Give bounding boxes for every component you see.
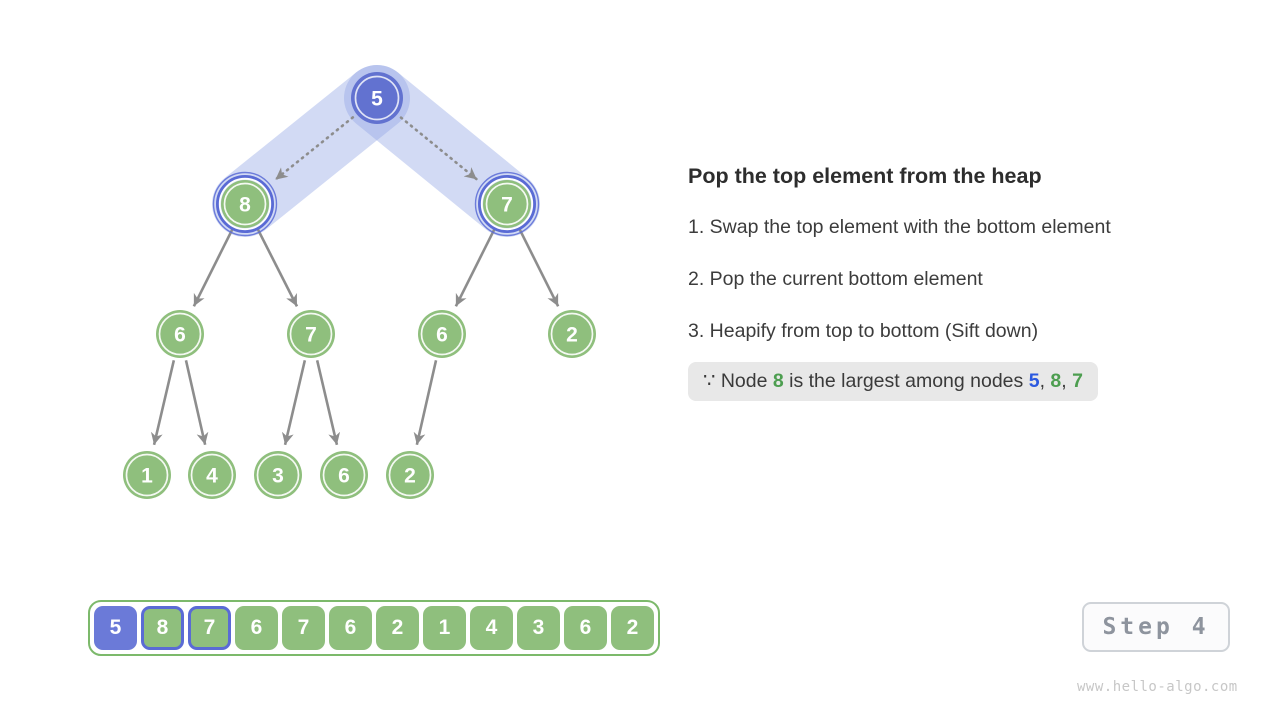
tree-node-6: 6 (156, 310, 204, 358)
tree-edge (256, 227, 299, 307)
note-segment: 8 (1050, 370, 1062, 392)
tree-node-5: 5 (351, 72, 403, 124)
array-cell: 2 (376, 606, 419, 650)
array-cell: 6 (329, 606, 372, 650)
tree-node-value: 7 (305, 324, 317, 347)
explanation-panel: Pop the top element from the heap 1. Swa… (688, 164, 1248, 401)
instruction-step-1: 1. Swap the top element with the bottom … (688, 216, 1111, 238)
note-segment: 7 (1072, 370, 1083, 392)
note-segment: , (1039, 370, 1051, 392)
tree-node-1: 1 (123, 451, 171, 499)
array-cell: 2 (611, 606, 654, 650)
tree-node-7: 7 (287, 310, 335, 358)
swap-arrow (274, 116, 355, 181)
tree-edge (454, 227, 497, 307)
tree-edge (517, 227, 560, 307)
tree-edge (281, 359, 307, 446)
tree-edge (315, 359, 341, 446)
tree-edge (150, 359, 176, 446)
tree-edge (413, 360, 438, 446)
array-cell: 6 (564, 606, 607, 650)
tree-node-6: 6 (418, 310, 466, 358)
panel-title: Pop the top element from the heap (688, 164, 1042, 188)
tree-node-2: 2 (548, 310, 596, 358)
tree-edge (192, 227, 235, 307)
tree-node-value: 8 (239, 194, 251, 217)
tree-node-value: 3 (272, 465, 284, 488)
tree-node-value: 5 (371, 88, 383, 111)
tree-node-4: 4 (188, 451, 236, 499)
array-cell: 4 (470, 606, 513, 650)
tree-node-value: 6 (436, 324, 448, 347)
note-segment: 8 (772, 370, 784, 392)
array-cell: 7 (282, 606, 325, 650)
note-box: ∵ Node 8 is the largest among nodes 5, 8… (688, 362, 1098, 401)
array-cell: 5 (94, 606, 137, 650)
note-segment: is the largest among nodes (783, 370, 1029, 392)
tree-node-value: 7 (501, 194, 513, 217)
instruction-step-3: 3. Heapify from top to bottom (Sift down… (688, 320, 1039, 342)
array-cell: 8 (141, 606, 184, 650)
instruction-step-2: 2. Pop the current bottom element (688, 268, 983, 290)
array-cell: 3 (517, 606, 560, 650)
tree-node-value: 4 (206, 465, 218, 488)
step-badge[interactable]: Step 4 (1082, 602, 1230, 652)
tree-node-7: 7 (474, 171, 540, 237)
heap-tree-diagram: 5 8 7 6 7 6 2 1 4 3 6 2 (123, 65, 596, 499)
tree-node-2: 2 (386, 451, 434, 499)
tree-node-3: 3 (254, 451, 302, 499)
tree-node-value: 6 (174, 324, 186, 347)
watermark: www.hello-algo.com (1077, 679, 1238, 695)
note-segment: 5 (1028, 370, 1040, 392)
array-cell: 1 (423, 606, 466, 650)
array-cell: 7 (188, 606, 231, 650)
tree-node-value: 1 (141, 465, 153, 488)
tree-node-8: 8 (212, 171, 278, 237)
array-cell: 6 (235, 606, 278, 650)
tree-node-6: 6 (320, 451, 368, 499)
tree-edge (184, 360, 209, 446)
tree-node-value: 2 (404, 465, 416, 488)
tree-node-value: 6 (338, 465, 350, 488)
note-segment: , (1061, 370, 1073, 392)
tree-node-value: 2 (566, 324, 578, 347)
note-segment: ∵ Node (703, 370, 773, 392)
